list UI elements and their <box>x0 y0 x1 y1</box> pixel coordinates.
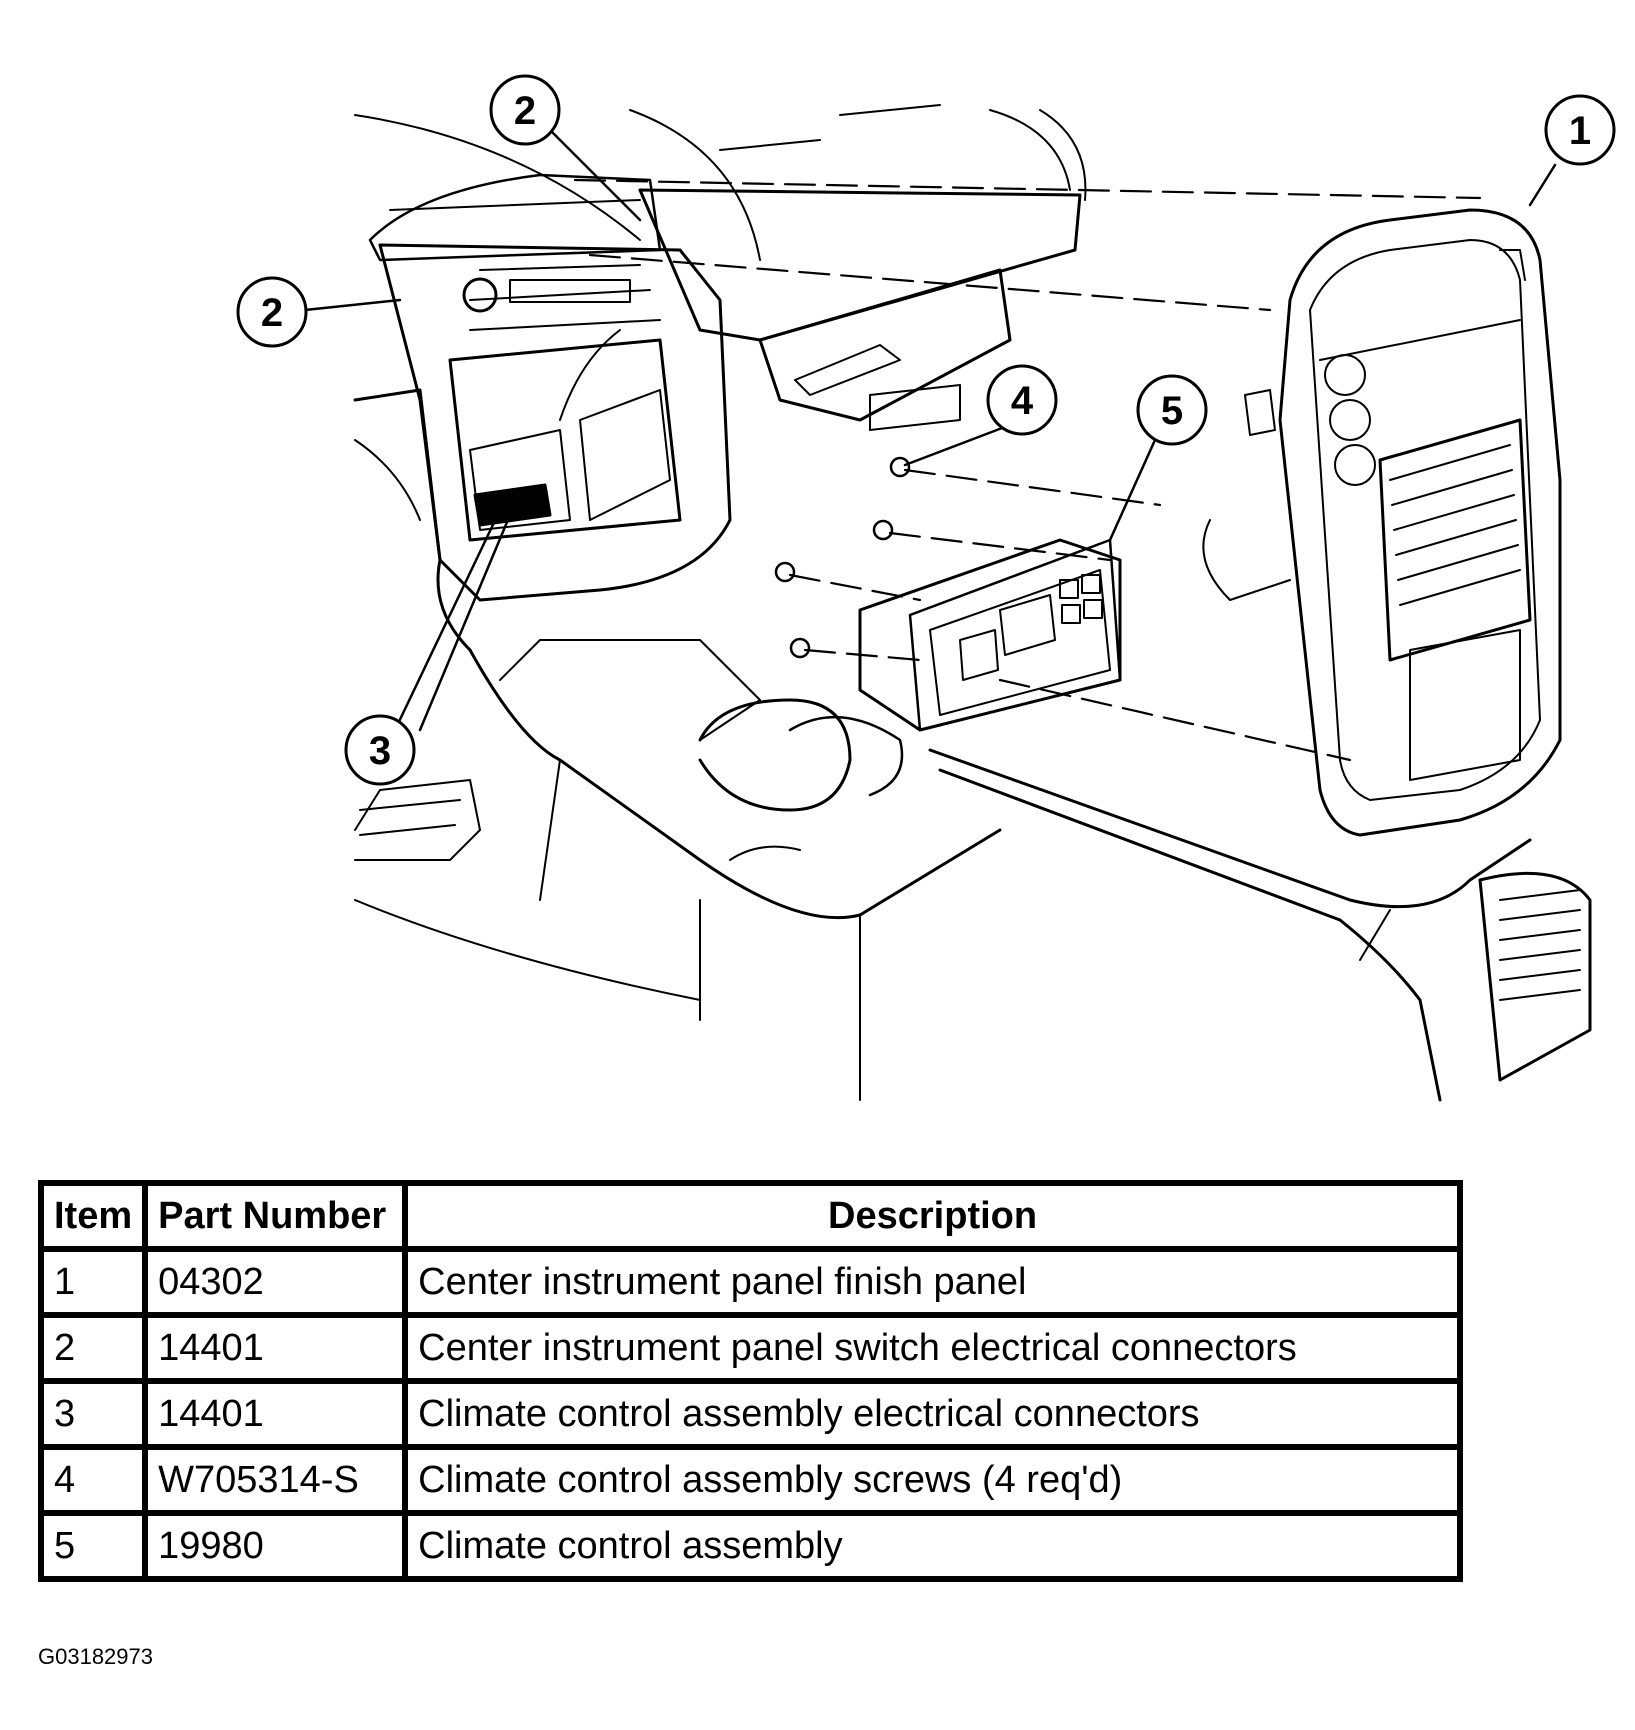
cell-part-number: 19980 <box>142 1510 409 1582</box>
figure-id: G03182973 <box>38 1644 153 1669</box>
callout-label: 2 <box>261 291 283 335</box>
cell-item: 1 <box>37 1246 149 1318</box>
table-row: 1 04302 Center instrument panel finish p… <box>37 1246 1463 1318</box>
callout-label: 2 <box>514 89 536 133</box>
table-header-row: Item Part Number Description <box>37 1180 1463 1252</box>
header-part-number: Part Number <box>142 1180 409 1252</box>
table-row: 2 14401 Center instrument panel switch e… <box>37 1312 1463 1384</box>
table-row: 3 14401 Climate control assembly electri… <box>37 1378 1463 1450</box>
callout-5: 5 <box>1136 374 1208 446</box>
cell-part-number: 14401 <box>142 1312 409 1384</box>
cell-description: Center instrument panel switch electrica… <box>402 1312 1463 1384</box>
callout-2-left: 2 <box>236 276 308 348</box>
callout-label: 3 <box>369 729 391 773</box>
cell-item: 3 <box>37 1378 149 1450</box>
parts-table: Item Part Number Description 1 04302 Cen… <box>37 1180 1463 1582</box>
cell-item: 5 <box>37 1510 149 1582</box>
dashboard-exploded-diagram: 1 2 2 3 4 5 <box>236 74 1616 1102</box>
table-row: 4 W705314-S Climate control assembly scr… <box>37 1444 1463 1516</box>
cell-part-number: 14401 <box>142 1378 409 1450</box>
callout-label: 4 <box>1011 379 1034 423</box>
callout-label: 1 <box>1569 109 1591 153</box>
callout-2-top: 2 <box>489 74 561 146</box>
cell-part-number: W705314-S <box>142 1444 409 1516</box>
table-row: 5 19980 Climate control assembly <box>37 1510 1463 1582</box>
callout-4: 4 <box>986 364 1058 436</box>
cell-description: Climate control assembly screws (4 req'd… <box>402 1444 1463 1516</box>
cell-description: Climate control assembly <box>402 1510 1463 1582</box>
cell-description: Center instrument panel finish panel <box>402 1246 1463 1318</box>
cell-item: 4 <box>37 1444 149 1516</box>
callout-3: 3 <box>344 714 416 786</box>
header-item: Item <box>37 1180 149 1252</box>
header-description: Description <box>402 1180 1463 1252</box>
callout-1: 1 <box>1544 94 1616 166</box>
cell-item: 2 <box>37 1312 149 1384</box>
cell-description: Climate control assembly electrical conn… <box>402 1378 1463 1450</box>
cell-part-number: 04302 <box>142 1246 409 1318</box>
callout-label: 5 <box>1161 389 1183 433</box>
